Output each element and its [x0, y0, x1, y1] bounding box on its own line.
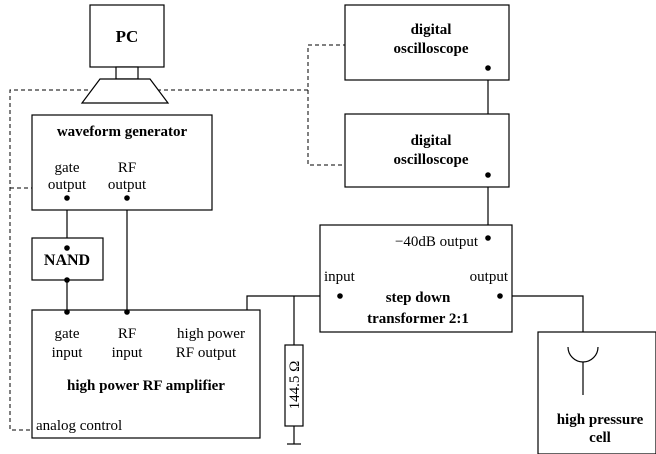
gate-output-label-line1: gate — [55, 160, 80, 176]
pc-to-oscilloscope-1-line — [150, 44, 345, 91]
pc-stand — [115, 66, 139, 80]
pc-computer: PC — [80, 4, 170, 104]
cell-label-line1: high pressure — [557, 412, 644, 428]
gate-input-terminal — [64, 309, 70, 315]
gate-input-label-line1: gate — [55, 326, 80, 342]
rf-input-label-line2: input — [112, 345, 144, 361]
oscilloscope-2-line1: digital — [411, 133, 452, 149]
pc-base — [80, 78, 170, 104]
oscilloscope-2-line2: oscilloscope — [394, 152, 469, 168]
rf-input-terminal — [124, 309, 130, 315]
oscilloscope-1-terminal — [485, 65, 491, 71]
oscilloscope-1-line2: oscilloscope — [394, 41, 469, 57]
pc-to-oscilloscope-2-line — [307, 90, 345, 166]
transformer-40db-terminal — [485, 235, 491, 241]
transformer-output-terminal — [497, 293, 503, 299]
resistor: 144.5 Ω — [284, 344, 304, 427]
transformer-output-label: output — [470, 269, 509, 285]
transformer-40db-output-label: −40dB output — [395, 234, 479, 250]
rf-output-high-power-label-line2: RF output — [176, 345, 237, 361]
analog-control-label: analog control — [36, 418, 122, 434]
digital-oscilloscope-2: digital oscilloscope — [344, 113, 510, 188]
transducer-cup — [567, 346, 599, 363]
digital-oscilloscope-1: digital oscilloscope — [344, 4, 510, 81]
oscilloscope-2-terminal — [485, 172, 491, 178]
nand-input-terminal — [64, 245, 70, 251]
high-power-rf-amplifier: gate input RF input high power RF output… — [31, 309, 261, 439]
gate-input-label-line2: input — [52, 345, 84, 361]
pc-monitor — [89, 4, 165, 68]
pc-to-amplifier-control-line — [9, 89, 88, 431]
waveform-generator: waveform generator gate output RF output — [31, 114, 213, 211]
transformer-title-line1: step down — [386, 290, 451, 306]
waveform-generator-title: waveform generator — [57, 124, 188, 140]
gate-output-terminal — [64, 195, 70, 201]
oscilloscope-1-line1: digital — [411, 22, 452, 38]
rf-output-high-power-label-line1: high power — [177, 326, 245, 342]
nand-output-terminal — [64, 277, 70, 283]
rf-output-label-line2: output — [108, 177, 147, 193]
resistor-body — [284, 344, 304, 427]
rf-output-label-line1: RF — [118, 160, 136, 176]
gate-output-label-line2: output — [48, 177, 87, 193]
cell-label-line2: cell — [589, 430, 611, 446]
nand-gate: NAND — [31, 237, 104, 281]
amplifier-title: high power RF amplifier — [67, 378, 225, 394]
transformer-input-label: input — [324, 269, 356, 285]
pc-label: PC — [116, 27, 139, 46]
transformer-input-terminal — [337, 293, 343, 299]
rf-output-terminal — [124, 195, 130, 201]
step-down-transformer: −40dB output input output step down tran… — [319, 224, 513, 333]
resistor-value-label: 144.5 Ω — [287, 361, 303, 410]
high-pressure-cell: high pressure cell — [537, 331, 656, 454]
nand-label: NAND — [44, 252, 90, 269]
rf-input-label-line1: RF — [118, 326, 136, 342]
transformer-title-line2: transformer 2:1 — [367, 311, 469, 327]
